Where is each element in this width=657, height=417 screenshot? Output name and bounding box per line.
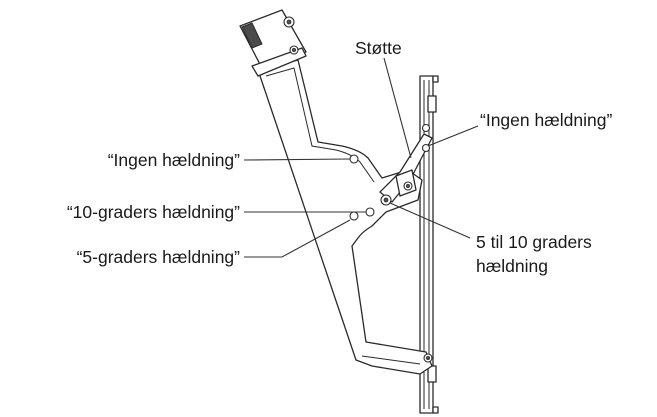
range-label-line2: hældning xyxy=(476,256,548,276)
five-degree-label: “5-graders hældning” xyxy=(77,247,241,267)
rail-no-tilt-hole xyxy=(421,143,431,153)
five-degree-hole xyxy=(349,211,359,221)
upper-rail-hole xyxy=(421,123,431,133)
support-strut xyxy=(379,133,433,203)
ten-degree-hole xyxy=(365,207,375,217)
ten-degree-label: “10-graders hældning” xyxy=(67,202,240,222)
leader-lines xyxy=(243,57,479,258)
support-label: Støtte xyxy=(355,38,402,58)
no-tilt-hole xyxy=(349,154,359,164)
pivot-holes xyxy=(349,123,433,363)
no-tilt-label-left: “Ingen hældning” xyxy=(108,150,240,170)
tilt-arm xyxy=(257,59,433,375)
range-label-line1: 5 til 10 graders xyxy=(476,232,592,252)
no-tilt-label-right: “Ingen hældning” xyxy=(480,110,612,130)
mounting-module xyxy=(239,9,307,77)
